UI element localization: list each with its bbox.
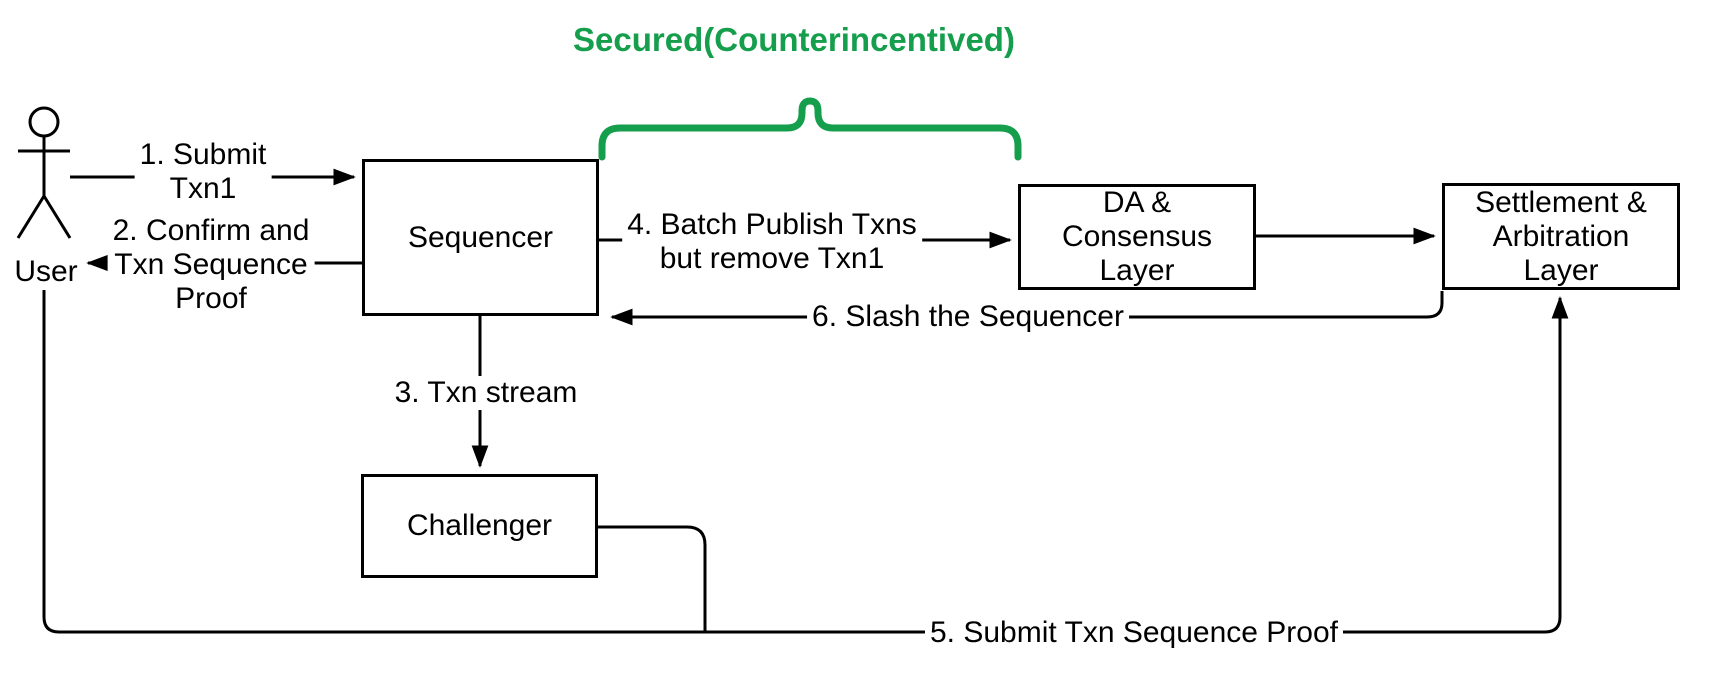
da-consensus-layer-box: DA & Consensus Layer bbox=[1018, 184, 1256, 290]
da-consensus-layer-label: DA & Consensus Layer bbox=[1061, 186, 1213, 287]
settlement-arbitration-layer-box: Settlement & Arbitration Layer bbox=[1442, 183, 1680, 290]
arrow-submit-sequence-proof bbox=[42, 290, 1569, 634]
secured-scope-brace bbox=[598, 97, 1022, 161]
sequencer-box: Sequencer bbox=[362, 159, 599, 316]
edge-label-submit-txn1: 1. Submit Txn1 bbox=[134, 138, 272, 206]
user-actor-label: User bbox=[12, 255, 80, 289]
challenger-connector-line bbox=[598, 525, 707, 631]
challenger-box: Challenger bbox=[361, 474, 598, 578]
user-actor-icon bbox=[16, 106, 72, 239]
edge-label-submit-sequence-proof: 5. Submit Txn Sequence Proof bbox=[924, 616, 1344, 650]
edge-label-confirm-proof: 2. Confirm and Txn Sequence Proof bbox=[107, 214, 315, 316]
edge-label-txn-stream: 3. Txn stream bbox=[389, 376, 583, 410]
edge-label-batch-publish: 4. Batch Publish Txns but remove Txn1 bbox=[622, 208, 922, 276]
sequencer-box-label: Sequencer bbox=[407, 220, 554, 254]
challenger-box-label: Challenger bbox=[406, 509, 553, 542]
settlement-arbitration-layer-label: Settlement & Arbitration Layer bbox=[1475, 185, 1647, 287]
arrow-slash-sequencer bbox=[610, 291, 1444, 326]
edge-label-slash-sequencer: 6. Slash the Sequencer bbox=[807, 300, 1129, 334]
diagram-title: Secured(Counterincentived) bbox=[573, 21, 1015, 58]
